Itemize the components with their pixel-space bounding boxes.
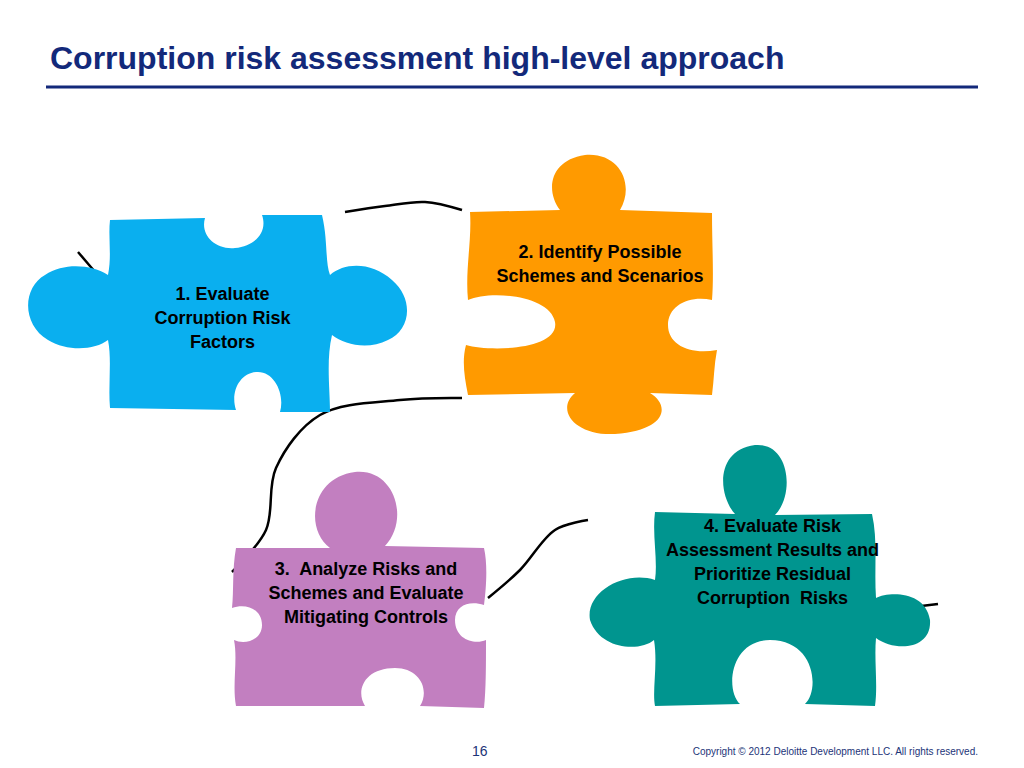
puzzle-piece-outline (28, 215, 407, 412)
puzzle-piece-node: 4. Evaluate Risk Assessment Results and … (588, 443, 931, 707)
puzzle-piece-shape (462, 153, 718, 436)
puzzle-piece-outline (232, 472, 486, 708)
flow-connector (488, 520, 588, 598)
puzzle-piece-outline (590, 445, 931, 706)
title-rule (46, 86, 978, 89)
puzzle-piece-node: 1. Evaluate Corruption Risk Factors (27, 212, 411, 415)
step-label: 2. Identify Possible Schemes and Scenari… (480, 240, 720, 288)
copyright-note: Copyright © 2012 Deloitte Development LL… (693, 746, 978, 757)
step-label: 1. Evaluate Corruption Risk Factors (130, 282, 315, 354)
page-number: 16 (472, 743, 488, 759)
puzzle-piece-node: 3. Analyze Risks and Schemes and Evaluat… (232, 470, 488, 710)
flow-connector (345, 202, 462, 212)
step-label: 4. Evaluate Risk Assessment Results and … (650, 514, 895, 610)
slide-title: Corruption risk assessment high-level ap… (50, 40, 784, 77)
puzzle-piece-outline (464, 155, 717, 434)
puzzle-piece-node: 2. Identify Possible Schemes and Scenari… (462, 153, 718, 436)
step-label: 3. Analyze Risks and Schemes and Evaluat… (250, 557, 482, 629)
